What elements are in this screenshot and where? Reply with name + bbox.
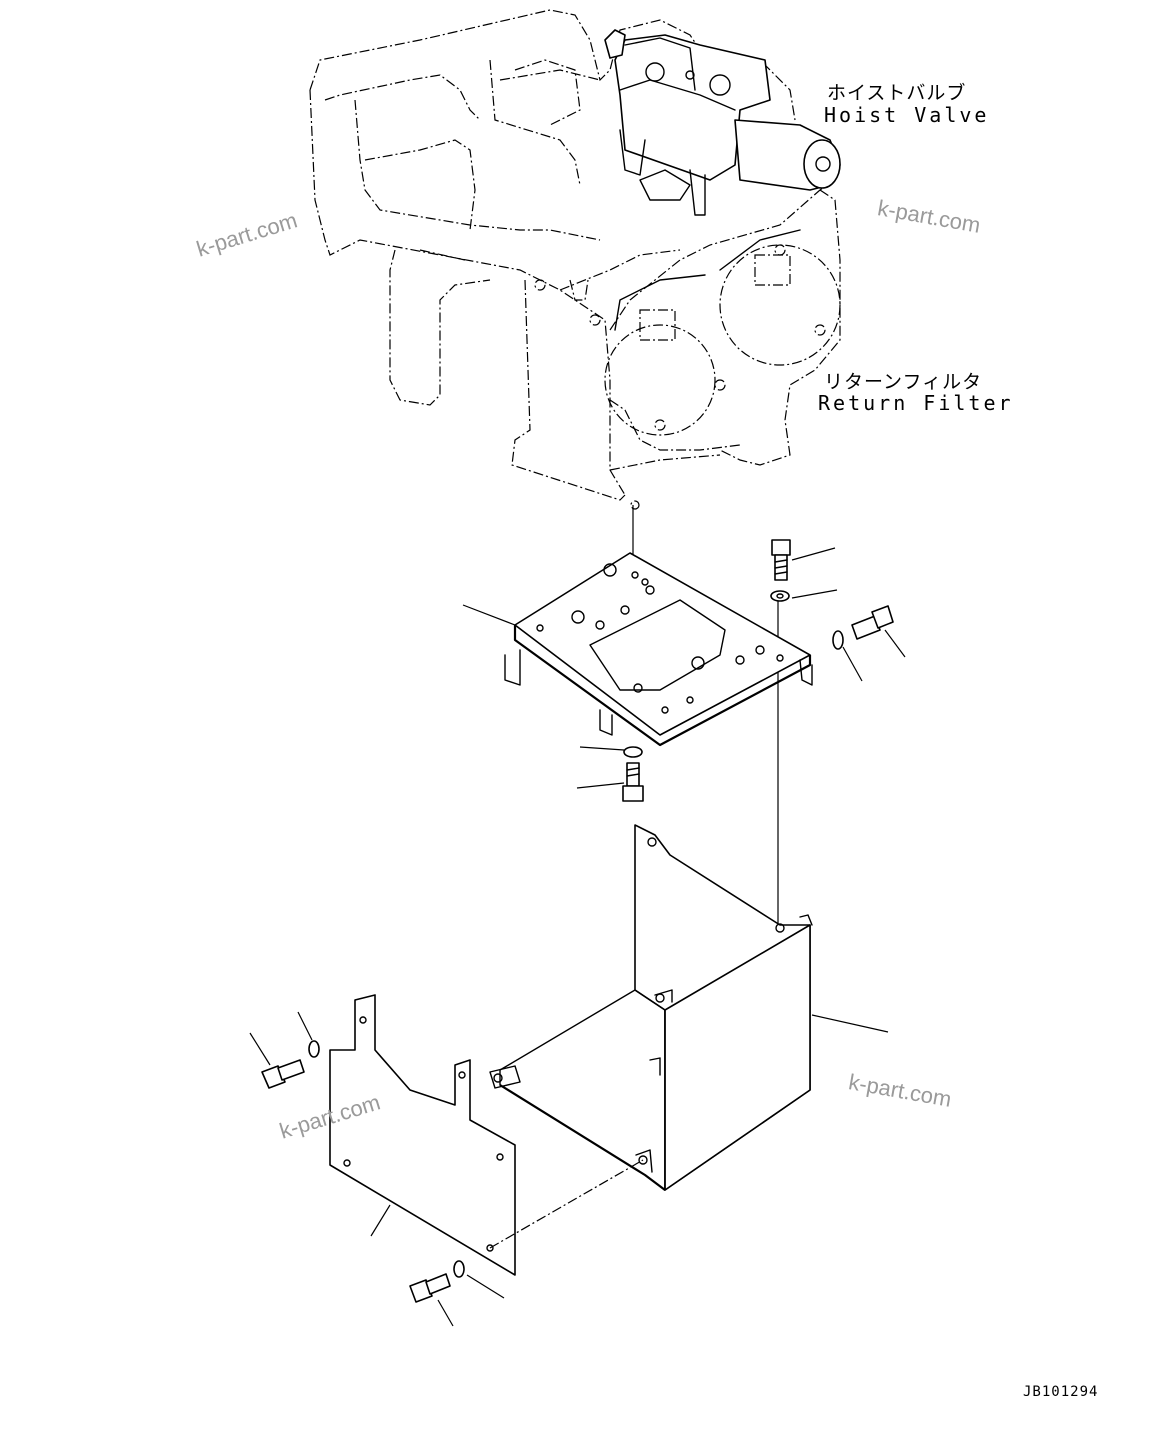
- bracket-plate-icon: [504, 552, 813, 747]
- washer-icon: [623, 746, 643, 758]
- hoist-valve-label-en: Hoist Valve: [824, 103, 990, 127]
- washer-icon: [308, 1040, 320, 1058]
- frame-assembly: [309, 9, 841, 510]
- leader-lines: [249, 547, 906, 1327]
- side-cover-icon: [329, 994, 516, 1276]
- return-filter-label-jp: リターンフィルタ: [824, 371, 983, 393]
- hoist-valve-label-jp: ホイストバルブ: [827, 82, 967, 104]
- washer-icon: [453, 1260, 465, 1278]
- hoist-valve-icon: [604, 29, 841, 216]
- bolt-icon: [771, 539, 791, 581]
- cover-box-icon: [489, 824, 813, 1191]
- bolt-icon: [409, 1273, 451, 1303]
- bolt-icon: [261, 1059, 305, 1089]
- return-filter-label-en: Return Filter: [818, 391, 1014, 415]
- bolt-icon: [851, 605, 894, 640]
- bolt-icon: [622, 762, 644, 802]
- return-filter-icon: [614, 229, 801, 331]
- drawing-code: JB101294: [1023, 1384, 1099, 1400]
- washer-icon: [770, 590, 790, 602]
- washer-icon: [832, 630, 844, 650]
